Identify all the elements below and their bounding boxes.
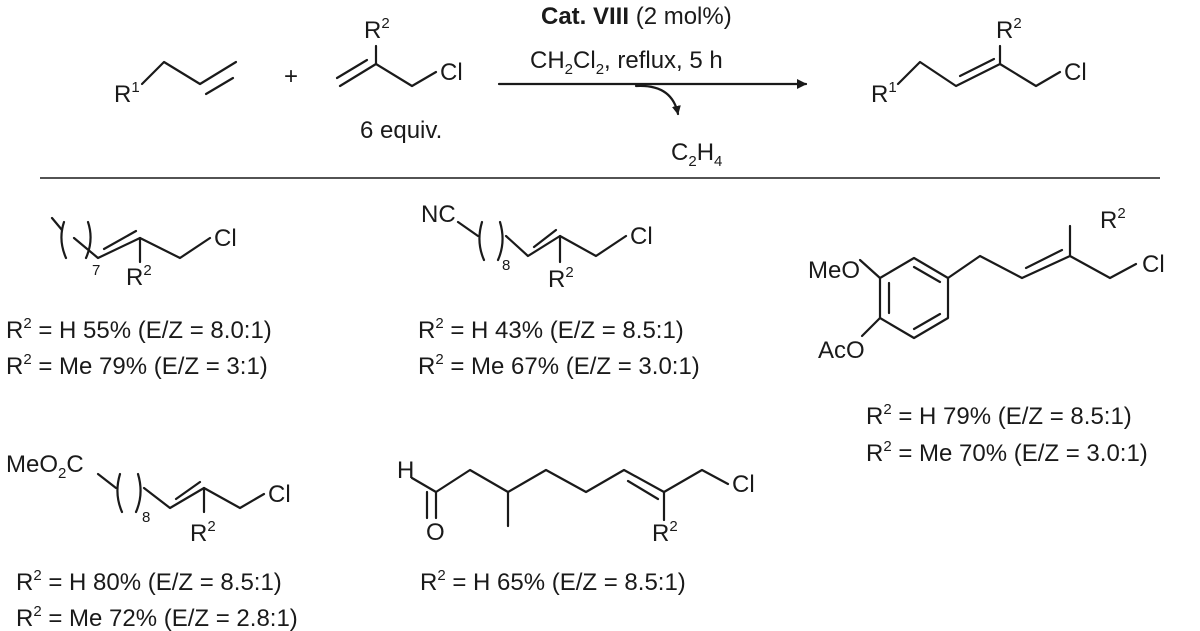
ex1-parentheses — [60, 220, 92, 260]
ex3-cl-label: Cl — [1142, 251, 1165, 278]
product-r2-label: R2 — [996, 15, 1022, 44]
product-r1-label: R1 — [871, 79, 897, 108]
ex3-meo-label: MeO — [808, 257, 860, 284]
allyl-chloride-double-bond — [335, 58, 369, 80]
ex1-skeleton — [50, 216, 212, 260]
cl-label: Cl — [440, 59, 463, 86]
ex3-side-chain — [946, 224, 1138, 280]
ex1-cl-label: Cl — [214, 225, 237, 252]
ex1-repeat-count: 7 — [92, 262, 100, 279]
ex4-ester-label: MeO2C — [6, 451, 84, 482]
ex4-r2-label: R2 — [190, 518, 216, 547]
ex5-double-bond — [626, 479, 666, 522]
example-3-structure: MeO AcO R2 Cl — [808, 205, 1165, 364]
example-1-structure: 7 R2 Cl — [50, 216, 237, 291]
plus-sign: + — [284, 63, 298, 90]
ex5-r2-label: R2 — [652, 518, 678, 547]
byproduct-label: C2H4 — [671, 139, 722, 170]
product-cl-label: Cl — [1064, 59, 1087, 86]
ex5-o-label: O — [426, 519, 445, 546]
equiv-label: 6 equiv. — [360, 117, 442, 144]
product: R1 R2 Cl — [871, 15, 1087, 108]
ex5-carbonyl — [425, 490, 438, 520]
ex2-double-bond — [532, 228, 562, 264]
conditions-label: CH2Cl2, reflux, 5 h — [530, 47, 723, 78]
ex3-double-bond — [1024, 248, 1064, 270]
ex3-meo-bond — [858, 258, 882, 280]
r2-label: R2 — [364, 15, 390, 44]
ex3-aco-label: AcO — [818, 337, 865, 364]
ex5-cl-label: Cl — [732, 471, 755, 498]
allyl-chloride-skeleton — [338, 44, 438, 88]
ex2-skeleton — [456, 220, 628, 258]
ex3-aco-bond — [860, 316, 882, 338]
ex4-repeat-count: 8 — [142, 509, 150, 526]
ex3-r2-label: R2 — [1100, 205, 1126, 234]
example-4-structure: MeO2C 8 R2 Cl — [6, 451, 291, 547]
ex3-result-me: R2 = Me 70% (E/Z = 3.0:1) — [866, 438, 1148, 467]
ex4-result-me: R2 = Me 72% (E/Z = 2.8:1) — [16, 603, 298, 631]
ex5-skeleton — [410, 468, 730, 528]
byproduct-arrow — [634, 84, 681, 116]
r1-label: R1 — [114, 79, 140, 108]
product-double-bond — [958, 57, 996, 78]
ex3-result-h: R2 = H 79% (E/Z = 8.5:1) — [866, 401, 1132, 430]
example-5-structure: H O R2 Cl — [397, 457, 755, 547]
allyl-double-bond — [204, 76, 235, 96]
ex2-parentheses — [478, 220, 504, 262]
ex5-h-label: H — [397, 457, 414, 484]
ex2-nc-label: NC — [421, 201, 456, 228]
ex2-r2-label: R2 — [548, 264, 574, 293]
reactant-allyl: R1 — [114, 60, 238, 108]
ex4-cl-label: Cl — [268, 481, 291, 508]
ex2-result-me: R2 = Me 67% (E/Z = 3.0:1) — [418, 351, 700, 380]
allyl-skeleton — [140, 60, 238, 86]
ex1-double-bond — [102, 229, 142, 264]
ex2-result-h: R2 = H 43% (E/Z = 8.5:1) — [418, 315, 684, 344]
ex5-result-h: R2 = H 65% (E/Z = 8.5:1) — [420, 567, 686, 596]
ex4-skeleton — [96, 472, 266, 510]
reactant-allyl-chloride: R2 Cl 6 equiv. — [335, 15, 463, 144]
ex2-repeat-count: 8 — [502, 257, 510, 274]
ex4-double-bond — [174, 480, 206, 514]
reaction-arrow-group: Cat. VIII (2 mol%) CH2Cl2, reflux, 5 h C… — [497, 3, 808, 170]
product-skeleton — [896, 44, 1062, 88]
ex3-ring-double-bonds — [887, 265, 942, 331]
ex4-parentheses — [116, 472, 142, 514]
example-2-structure: NC 8 R2 Cl — [421, 201, 653, 293]
ex1-result-me: R2 = Me 79% (E/Z = 3:1) — [6, 351, 268, 380]
ex2-cl-label: Cl — [630, 223, 653, 250]
ex4-result-h: R2 = H 80% (E/Z = 8.5:1) — [16, 567, 282, 596]
ex3-benzene-ring — [878, 256, 950, 340]
catalyst-label: Cat. VIII (2 mol%) — [541, 3, 732, 30]
ex1-result-h: R2 = H 55% (E/Z = 8.0:1) — [6, 315, 272, 344]
ex1-r2-label: R2 — [126, 262, 152, 291]
